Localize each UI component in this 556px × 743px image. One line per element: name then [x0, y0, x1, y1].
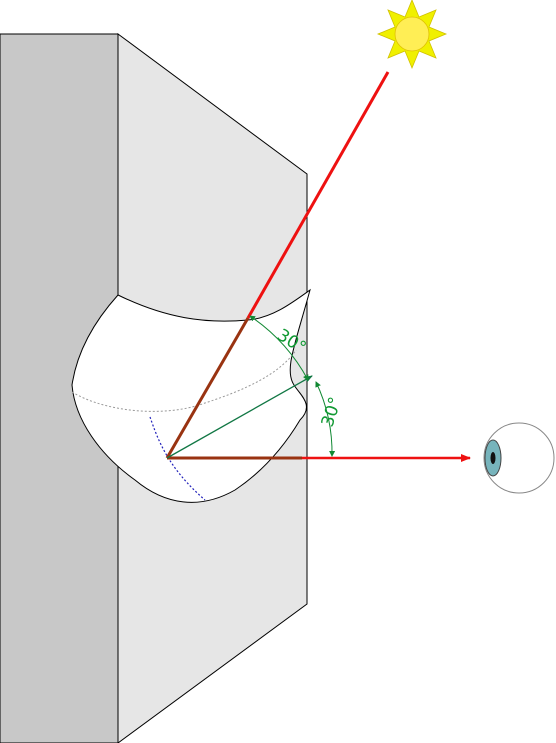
angle-label-lower: 30°: [318, 395, 346, 430]
surface-normal: [166, 375, 313, 459]
angle-arc-incident-normal: [249, 315, 309, 381]
dimple-meridian-line: [149, 416, 206, 501]
sun-icon: [376, 0, 448, 70]
eye-icon: [483, 422, 555, 494]
incident-ray: [246, 71, 390, 319]
angle-arc-normal-reflected: [315, 381, 336, 457]
eyeball: [483, 422, 555, 494]
dimple-contour-line: [71, 349, 297, 412]
eye-pupil: [490, 452, 496, 464]
incident-ray-inside-dimple: [165, 317, 250, 459]
sun-disc: [394, 16, 430, 52]
block-side-face: [0, 33, 119, 743]
